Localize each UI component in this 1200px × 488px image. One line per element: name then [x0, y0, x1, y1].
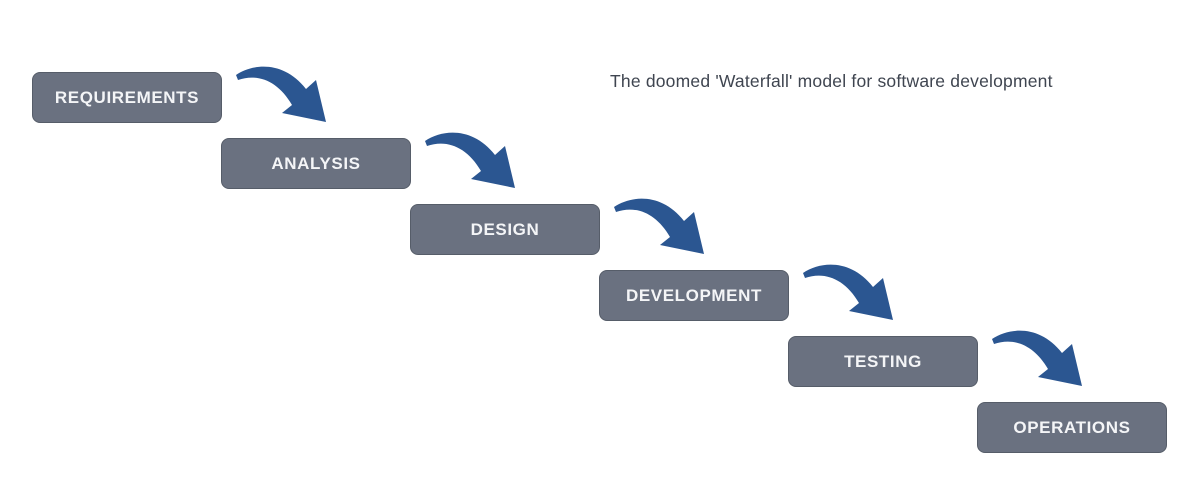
flow-arrow-design-to-development — [614, 198, 704, 254]
flow-arrow-testing-to-operations — [992, 330, 1082, 386]
stage-box-testing: TESTING — [788, 336, 978, 387]
stage-box-operations: OPERATIONS — [977, 402, 1167, 453]
stage-box-analysis: ANALYSIS — [221, 138, 411, 189]
stage-label: OPERATIONS — [1013, 417, 1131, 437]
diagram-title: The doomed 'Waterfall' model for softwar… — [610, 71, 1053, 91]
flow-arrow-requirements-to-analysis — [236, 66, 326, 122]
stage-box-requirements: REQUIREMENTS — [32, 72, 222, 123]
stage-label: DESIGN — [470, 219, 540, 239]
stage-label: DEVELOPMENT — [625, 285, 762, 305]
stage-label: ANALYSIS — [271, 153, 361, 173]
stage-label: TESTING — [844, 351, 922, 371]
stage-box-design: DESIGN — [410, 204, 600, 255]
flow-arrow-analysis-to-design — [425, 132, 515, 188]
stage-box-development: DEVELOPMENT — [599, 270, 789, 321]
flow-arrow-development-to-testing — [803, 264, 893, 320]
stage-label: REQUIREMENTS — [54, 87, 200, 107]
